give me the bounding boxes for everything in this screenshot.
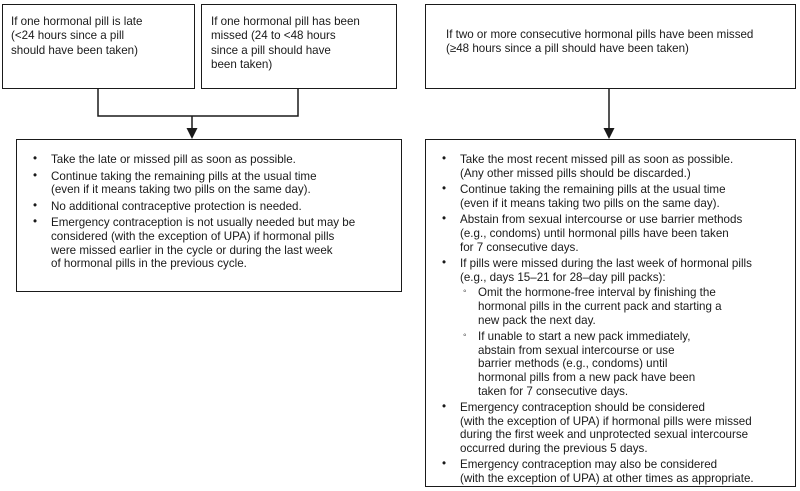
late-or-missed-actions-list: • Take the late or missed pill as soon as… bbox=[29, 152, 393, 271]
list-item: • No additional contraceptive protection … bbox=[29, 198, 393, 214]
bullet-marker: • bbox=[442, 400, 447, 414]
list-item-text: Abstain from sexual intercourse or use b… bbox=[460, 213, 743, 254]
list-item-text: Emergency contraception is not usually n… bbox=[51, 216, 356, 271]
list-item-text: Take the most recent missed pill as soon… bbox=[460, 153, 734, 180]
list-item-text: No additional contraceptive protection i… bbox=[51, 199, 302, 213]
left-merge-connector bbox=[97, 89, 299, 132]
two-or-more-missed-text: If two or more consecutive hormonal pill… bbox=[446, 28, 754, 56]
list-item: • Emergency contraception may also be con… bbox=[438, 457, 787, 486]
sub-bullet-marker: ◦ bbox=[463, 286, 467, 298]
list-item-text: Emergency contraception may also be cons… bbox=[460, 458, 754, 486]
bullet-marker: • bbox=[442, 182, 447, 196]
last-week-sublist: ◦ Omit the hormone-free interval by finis… bbox=[460, 286, 787, 398]
sub-list-item-text: Omit the hormone-free interval by finish… bbox=[478, 286, 722, 327]
bullet-marker: • bbox=[33, 152, 38, 165]
two-or-more-actions-box: • Take the most recent missed pill as soo… bbox=[425, 139, 796, 487]
missed-pill-text: If one hormonal pill has been missed (24… bbox=[211, 15, 360, 72]
bullet-marker: • bbox=[442, 152, 447, 165]
list-item: • Continue taking the remaining pills at … bbox=[29, 168, 393, 197]
bullet-marker: • bbox=[442, 457, 447, 471]
bullet-marker: • bbox=[33, 215, 38, 229]
list-item: • Abstain from sexual intercourse or use … bbox=[438, 212, 787, 254]
late-pill-text: If one hormonal pill is late (<24 hours … bbox=[11, 15, 143, 57]
sub-bullet-marker: ◦ bbox=[463, 330, 467, 342]
list-item: • If pills were missed during the last we… bbox=[438, 256, 787, 398]
left-arrowhead bbox=[186, 128, 198, 139]
list-item: • Continue taking the remaining pills at … bbox=[438, 182, 787, 210]
two-or-more-missed-box: If two or more consecutive hormonal pill… bbox=[425, 4, 796, 89]
bullet-marker: • bbox=[33, 198, 38, 212]
bullet-marker: • bbox=[442, 256, 447, 270]
list-item: • Emergency contraception should be consi… bbox=[438, 400, 787, 455]
bullet-marker: • bbox=[33, 168, 38, 182]
bullet-marker: • bbox=[442, 212, 447, 226]
missed-pill-box: If one hormonal pill has been missed (24… bbox=[201, 4, 397, 89]
list-item-text: Emergency contraception should be consid… bbox=[460, 401, 752, 455]
list-item: • Take the late or missed pill as soon as… bbox=[29, 152, 393, 167]
list-item-text: If pills were missed during the last wee… bbox=[460, 257, 752, 284]
two-or-more-actions-list: • Take the most recent missed pill as soo… bbox=[438, 152, 787, 486]
sub-list-item-text: If unable to start a new pack immediatel… bbox=[478, 330, 696, 398]
list-item-text: Take the late or missed pill as soon as … bbox=[51, 153, 296, 166]
sub-list-item: ◦ If unable to start a new pack immediate… bbox=[460, 330, 787, 398]
list-item: • Emergency contraception is not usually … bbox=[29, 215, 393, 271]
late-pill-box: If one hormonal pill is late (<24 hours … bbox=[2, 4, 195, 89]
list-item-text: Continue taking the remaining pills at t… bbox=[51, 169, 317, 197]
right-arrowhead bbox=[603, 128, 615, 139]
late-or-missed-actions-box: • Take the late or missed pill as soon as… bbox=[16, 139, 402, 292]
list-item-text: Continue taking the remaining pills at t… bbox=[460, 183, 726, 210]
sub-list-item: ◦ Omit the hormone-free interval by finis… bbox=[460, 286, 787, 327]
list-item: • Take the most recent missed pill as soo… bbox=[438, 152, 787, 180]
